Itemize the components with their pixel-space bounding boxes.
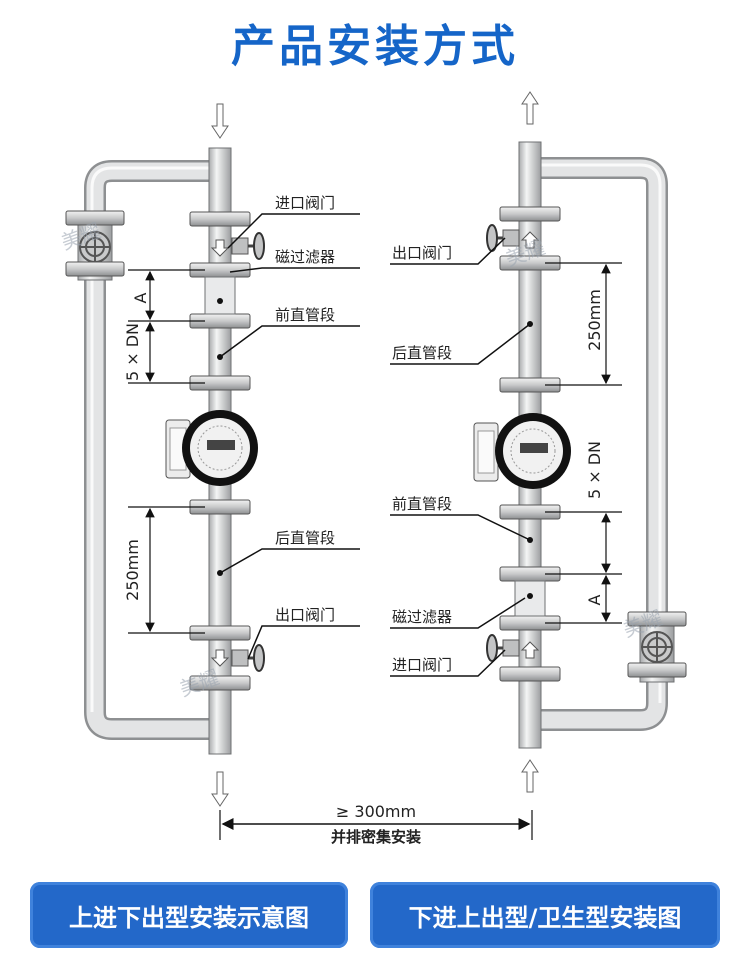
right-dim-5dn: 5 × DN xyxy=(585,441,604,499)
left-flowmeter xyxy=(165,410,258,486)
spacing-note: 并排密集安装 xyxy=(331,828,422,846)
left-label-front-straight: 前直管段 xyxy=(275,306,335,324)
left-assembly: 进口阀门 磁过滤器 前直管段 后直管段 出口阀门 A 5 × DN 250mm … xyxy=(58,103,360,807)
right-flow-up-arrow-2 xyxy=(520,641,540,659)
left-dim-a: A xyxy=(131,292,150,303)
bottom-in-top-out-button[interactable]: 下进上出型/卫生型安装图 xyxy=(370,882,720,948)
left-dim-250mm: 250mm xyxy=(123,539,142,601)
right-dim-250mm: 250mm xyxy=(585,289,604,351)
left-outlet-valve xyxy=(231,644,265,672)
left-label-inlet-valve: 进口阀门 xyxy=(275,194,335,212)
left-bypass-flanges xyxy=(65,210,125,277)
left-inlet-valve xyxy=(231,232,265,260)
right-top-outflow-arrow xyxy=(521,91,539,125)
top-in-bottom-out-button[interactable]: 上进下出型安装示意图 xyxy=(30,882,348,948)
right-flow-up-arrow-1 xyxy=(520,231,540,249)
left-dim-5dn: 5 × DN xyxy=(123,323,142,381)
right-flowmeter xyxy=(473,413,571,489)
right-inlet-valve xyxy=(486,634,520,662)
left-label-outlet-valve: 出口阀门 xyxy=(275,606,335,624)
left-top-inflow-arrow xyxy=(211,103,229,139)
right-label-magnetic-filter: 磁过滤器 xyxy=(392,608,452,626)
left-label-magnetic-filter: 磁过滤器 xyxy=(275,248,335,266)
right-bottom-inflow-arrow xyxy=(521,759,539,793)
left-flow-down-arrow-1 xyxy=(210,239,230,257)
right-assembly: 出口阀门 后直管段 前直管段 磁过滤器 进口阀门 250mm 5 × DN A … xyxy=(390,91,687,793)
left-flow-down-arrow-2 xyxy=(210,649,230,667)
spacing-value: ≥ 300mm xyxy=(336,802,416,821)
left-filter-body xyxy=(204,276,236,315)
right-outlet-valve xyxy=(486,224,520,252)
right-label-outlet-valve: 出口阀门 xyxy=(392,244,452,262)
spacing-dimension: ≥ 300mm 并排密集安装 xyxy=(219,802,533,846)
left-label-rear-straight: 后直管段 xyxy=(275,529,335,547)
right-bypass-flanges xyxy=(627,611,687,678)
right-label-inlet-valve: 进口阀门 xyxy=(392,656,452,674)
left-main-flanges xyxy=(189,211,251,691)
page-title: 产品安装方式 xyxy=(231,21,519,72)
right-dim-a: A xyxy=(585,594,604,605)
right-label-front-straight: 前直管段 xyxy=(392,495,452,513)
left-bottom-outflow-arrow xyxy=(211,771,229,807)
right-label-rear-straight: 后直管段 xyxy=(392,344,452,362)
